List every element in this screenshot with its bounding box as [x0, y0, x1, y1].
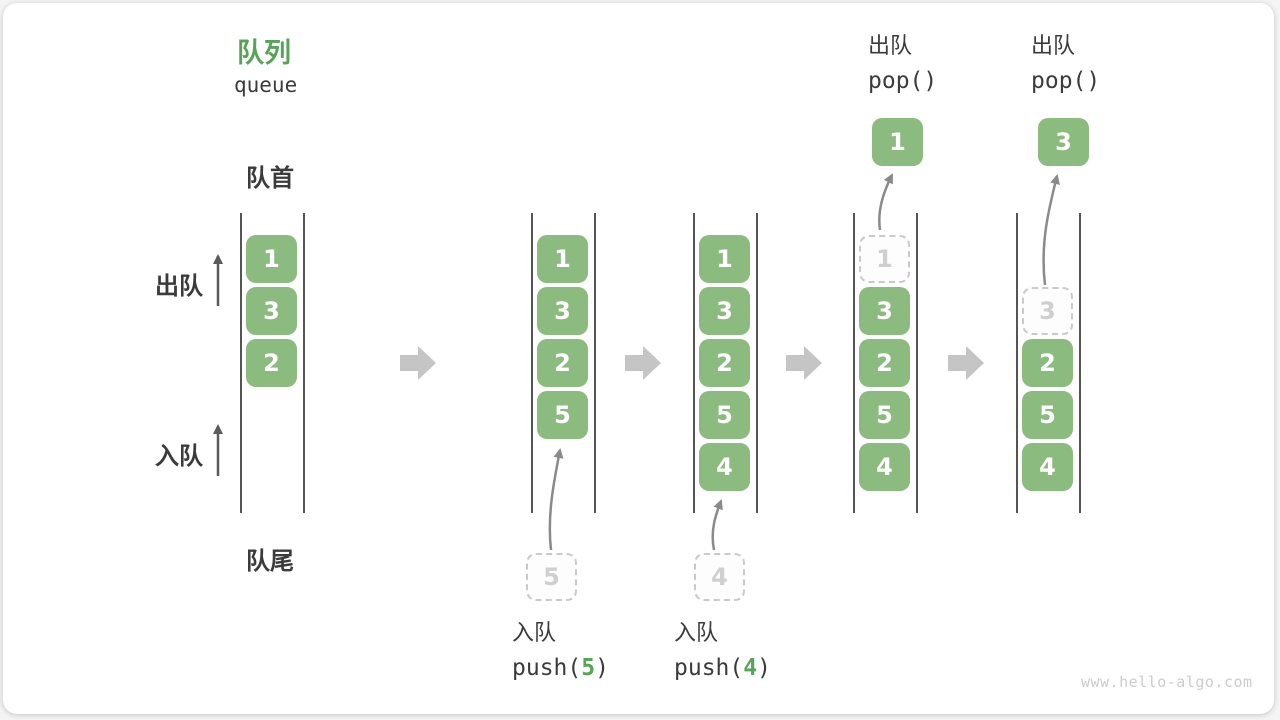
pop-label-code: pop(): [1031, 68, 1101, 94]
state-transition-arrow-icon: [948, 346, 984, 380]
queue-item-ghost: 1: [859, 235, 910, 283]
queue-wall: [853, 213, 855, 513]
queue-item: 4: [1022, 443, 1073, 491]
queue-item: 1: [246, 235, 297, 283]
queue-item: 2: [246, 339, 297, 387]
queue-item: 2: [537, 339, 588, 387]
staged-item: 4: [694, 553, 745, 601]
queue-item: 2: [699, 339, 750, 387]
staged-item: 5: [526, 553, 577, 601]
queue-item: 3: [246, 287, 297, 335]
popped-item: 3: [1038, 118, 1089, 166]
push-label-zh: 入队: [512, 621, 557, 646]
queue-item: 5: [699, 391, 750, 439]
queue-item: 1: [537, 235, 588, 283]
pop-label-code: pop(): [868, 68, 938, 94]
queue-wall: [240, 213, 242, 513]
push-operation-label: 入队 push(4): [674, 623, 771, 680]
push-arrow-icon: [711, 499, 723, 551]
pop-operation-label: 出队 pop(): [1031, 36, 1100, 93]
push-label-code: push(5): [512, 655, 609, 681]
page-subtitle: queue: [234, 73, 298, 97]
state-transition-arrow-icon: [400, 346, 436, 380]
state-transition-arrow-icon: [786, 346, 822, 380]
label-dequeue: 出队: [155, 272, 203, 300]
label-queue-front: 队首: [246, 164, 294, 192]
queue-wall: [594, 213, 596, 513]
queue-item: 4: [859, 443, 910, 491]
label-queue-rear: 队尾: [246, 547, 294, 575]
pop-operation-label: 出队 pop(): [868, 36, 937, 93]
pop-arrow-icon: [1042, 174, 1060, 286]
queue-item: 5: [1022, 391, 1073, 439]
queue-item: 5: [859, 391, 910, 439]
queue-item: 2: [859, 339, 910, 387]
queue-item-ghost: 3: [1022, 287, 1073, 335]
queue-item: 5: [537, 391, 588, 439]
queue-wall: [916, 213, 918, 513]
queue-wall: [531, 213, 533, 513]
push-operation-label: 入队 push(5): [512, 623, 609, 680]
arrows-overlay: [213, 173, 1060, 551]
pop-label-zh: 出队: [1031, 34, 1076, 59]
queue-item: 3: [537, 287, 588, 335]
pop-label-zh: 出队: [868, 34, 913, 59]
queue-wall: [693, 213, 695, 513]
push-label-zh: 入队: [674, 621, 719, 646]
watermark: www.hello-algo.com: [1081, 673, 1253, 691]
queue-wall: [303, 213, 305, 513]
state-transition-arrow-icon: [625, 346, 661, 380]
queue-item: 3: [699, 287, 750, 335]
queue-item: 1: [699, 235, 750, 283]
push-arrow-icon: [548, 448, 564, 551]
popped-item: 1: [872, 118, 923, 166]
pop-arrow-icon: [878, 173, 894, 231]
queue-item: 2: [1022, 339, 1073, 387]
label-enqueue: 入队: [155, 442, 203, 470]
queue-wall: [1016, 213, 1018, 513]
queue-item: 3: [859, 287, 910, 335]
queue-wall: [756, 213, 758, 513]
page-title: 队列: [237, 38, 291, 69]
queue-item: 4: [699, 443, 750, 491]
push-label-code: push(4): [674, 655, 771, 681]
queue-wall: [1079, 213, 1081, 513]
